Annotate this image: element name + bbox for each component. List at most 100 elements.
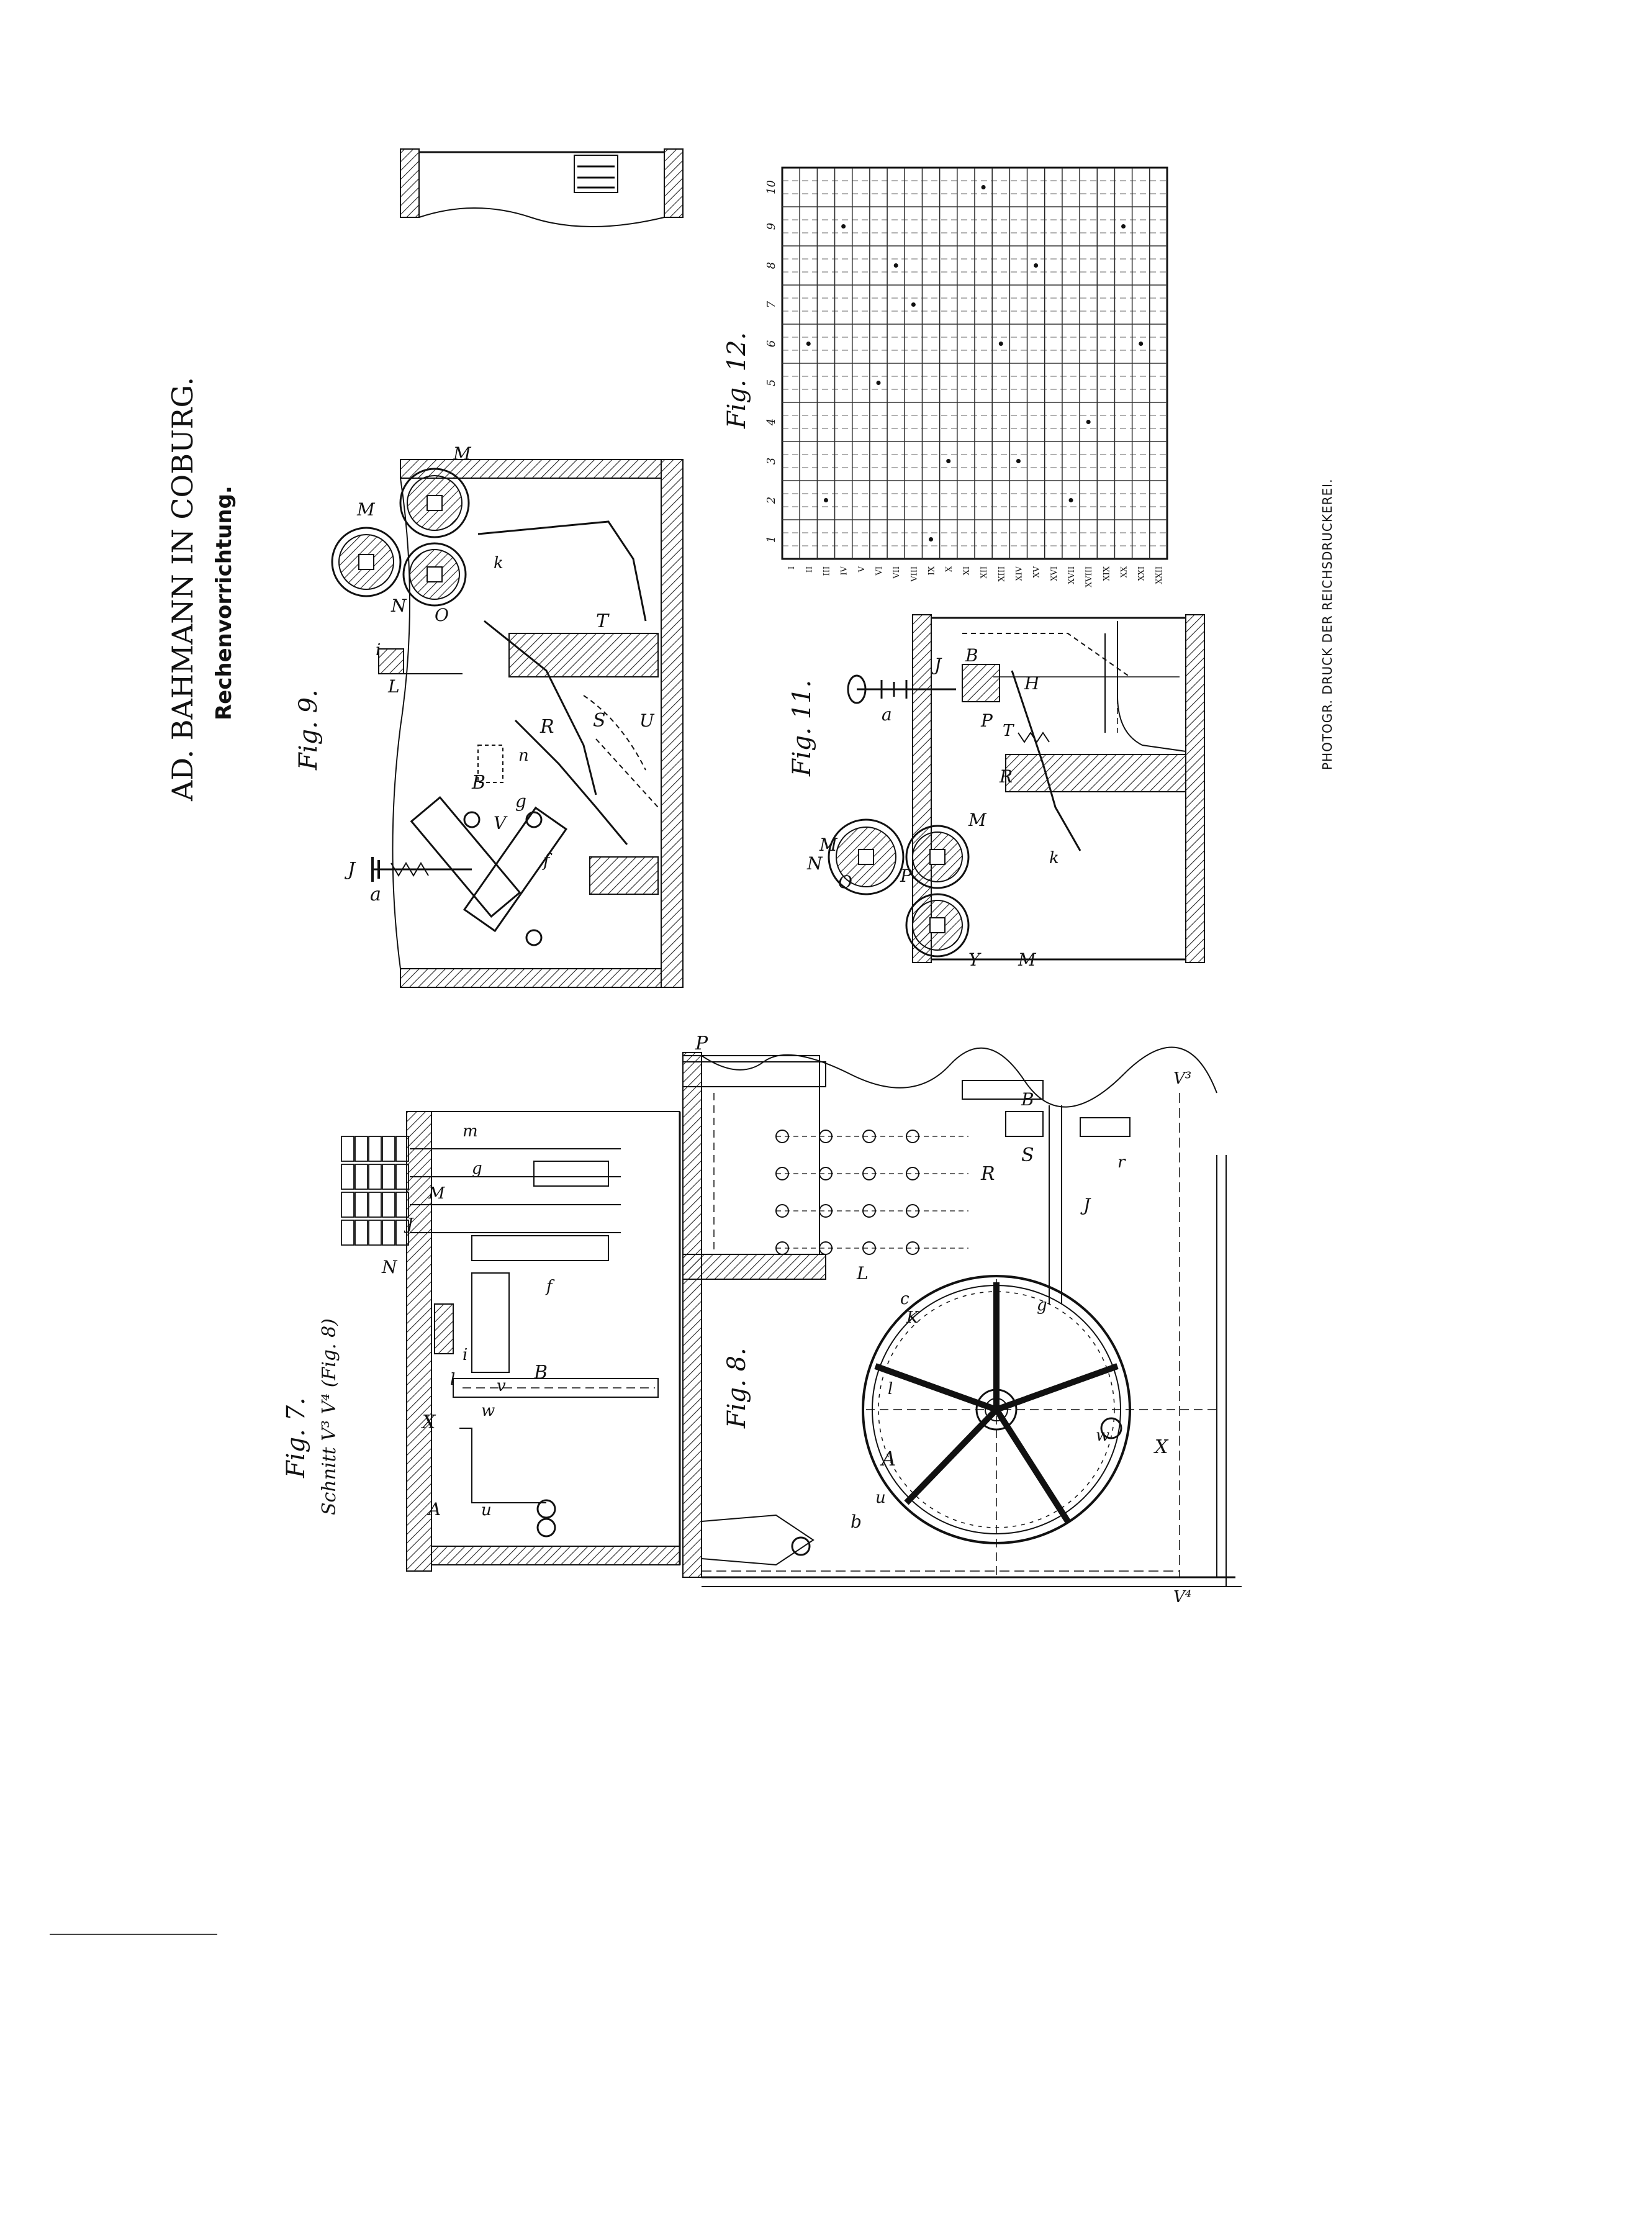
fig7-key-block <box>368 1164 382 1190</box>
fig8-letter-K: K <box>906 1308 919 1327</box>
fig12-dot <box>841 224 846 229</box>
fig7-letter-i: i <box>463 1346 467 1364</box>
fig12-row-numeral: XI <box>962 566 972 575</box>
fig7-key-stack <box>341 1136 621 1246</box>
fig7-key-block <box>341 1136 354 1162</box>
fig7-letter-v: v <box>497 1377 506 1395</box>
fig12-dot <box>876 381 881 385</box>
fig12-column-number: 1 <box>765 536 778 543</box>
fig12-row-numeral: XVII <box>1067 566 1077 584</box>
fig8-letter-w: w <box>1096 1426 1109 1445</box>
fig7-letter-X: X <box>421 1411 436 1433</box>
fig9-letter-R: R <box>539 716 554 738</box>
invention-title: Rechenvorrichtung. <box>212 486 237 720</box>
fig7-key-block <box>382 1164 395 1190</box>
fig12-dot <box>911 302 916 307</box>
fig12-column-number: 2 <box>765 497 778 504</box>
fig9-letter-O: O <box>435 605 449 625</box>
fig8-letter-V4: V⁴ <box>1173 1588 1191 1606</box>
figure-9: Fig. 9. <box>294 443 684 988</box>
fig8-letter-u: u <box>875 1488 886 1507</box>
fig8-letter-J: J <box>1080 1195 1091 1215</box>
fig12-column-number: 8 <box>765 262 778 269</box>
header-block: AD. BAHMANN IN COBURG. Rechenvorrichtung… <box>166 377 237 802</box>
fig7-key-block <box>354 1164 368 1190</box>
fig9-letter-k: k <box>494 554 503 573</box>
fig7-letter-M: M <box>428 1184 446 1203</box>
fig12-row-numeral: XII <box>980 566 989 579</box>
fig12-row-numeral: XIX <box>1102 566 1111 581</box>
fig7-letter-f: f <box>545 1277 555 1296</box>
fig12-row-numeral: V <box>857 566 867 573</box>
fig8-letter-V3: V³ <box>1173 1069 1191 1088</box>
fig7-key-block <box>354 1136 368 1162</box>
fig9-letter-T: T <box>596 610 610 632</box>
fig7-key-block <box>395 1136 409 1162</box>
fig12-column-number: 4 <box>765 419 778 426</box>
fig11-letter-N: N <box>806 853 823 874</box>
housing-fragment-top <box>400 148 684 227</box>
fig11-letter-P2: P <box>980 710 993 731</box>
fig9-letter-B: B <box>471 772 485 794</box>
fig8-letter-P: P <box>695 1033 708 1054</box>
fig12-dot <box>893 263 898 268</box>
fig7-key-block <box>341 1220 354 1246</box>
patentee-name: AD. BAHMANN IN COBURG. <box>166 377 199 802</box>
fig7-key-block <box>354 1220 368 1246</box>
fig7-section-note: Schnitt V³ V⁴ (Fig. 8) <box>318 1318 340 1515</box>
fig9-label: Fig. 9. <box>294 689 323 771</box>
fig12-dot <box>806 342 811 346</box>
fig12-dot <box>1139 342 1144 346</box>
fig12-row-numeral: II <box>805 566 814 573</box>
fig11-letter-B: B <box>965 645 978 666</box>
fig12-dot <box>823 498 828 502</box>
fig8-letter-A: A <box>880 1447 896 1470</box>
fig7-letter-u: u <box>481 1501 492 1520</box>
fig12-dot <box>929 537 934 541</box>
fig7-key-block <box>368 1136 382 1162</box>
fig12-row-numeral: XVIII <box>1085 566 1094 587</box>
fig8-pin-rows <box>775 1130 968 1255</box>
fig12-column-number: 10 <box>765 180 778 194</box>
fig9-letter-U: U <box>639 710 655 731</box>
fig12-row-numeral: I <box>787 566 797 569</box>
fig11-label: Fig. 11. <box>788 680 816 777</box>
fig12-row-numeral: III <box>822 566 831 576</box>
fig9-letter-V: V <box>494 813 508 833</box>
fig9-letter-a: a <box>370 884 381 905</box>
fig12-row-numeral: IV <box>840 566 849 575</box>
fig12-grid-lines <box>782 168 1167 559</box>
fig12-row-numeral: XX <box>1120 566 1129 578</box>
fig9-letter-n: n <box>518 746 529 765</box>
fig12-row-numeral: VI <box>875 566 884 576</box>
fig7-key-block <box>395 1192 409 1218</box>
fig12-column-number: 5 <box>765 379 778 386</box>
fig8-letter-B: B <box>1021 1089 1034 1110</box>
fig8-letter-L: L <box>856 1263 869 1284</box>
fig12-row-numeral: XIV <box>1014 566 1024 581</box>
fig7-key-block <box>368 1192 382 1218</box>
footer-block: PHOTOGR. DRUCK DER REICHSDRUCKEREI. <box>1320 479 1335 770</box>
fig12-row-numeral: IX <box>928 566 937 575</box>
fig9-letter-M-right: M <box>453 443 472 464</box>
fig7-label: Fig. 7. <box>282 1397 310 1479</box>
fig12-row-numeral: VII <box>892 566 901 579</box>
fig8-letter-g: g <box>1037 1296 1047 1315</box>
fig8-letter-R: R <box>980 1163 995 1185</box>
fig7-letter-w: w <box>481 1402 495 1420</box>
fig7-key-block <box>382 1220 395 1246</box>
fig12-label: Fig. 12. <box>723 332 751 429</box>
fig11-letter-J: J <box>931 655 942 675</box>
fig9-letter-g: g <box>515 791 526 812</box>
fig7-key-block <box>341 1164 354 1190</box>
fig12-row-numeral: XIII <box>997 566 1006 582</box>
fig8-letter-b: b <box>851 1511 862 1532</box>
fig11-letter-M-top: M <box>819 835 838 855</box>
fig11-letter-T: T <box>1003 722 1014 740</box>
fig7-letter-l: l <box>450 1370 455 1389</box>
fig12-row-numeral: XVI <box>1050 566 1059 581</box>
fig11-letter-k: k <box>1049 849 1059 867</box>
fig12-dot <box>981 185 986 189</box>
figure-11: Fig. 11. M N O P M M Y <box>788 614 1205 970</box>
